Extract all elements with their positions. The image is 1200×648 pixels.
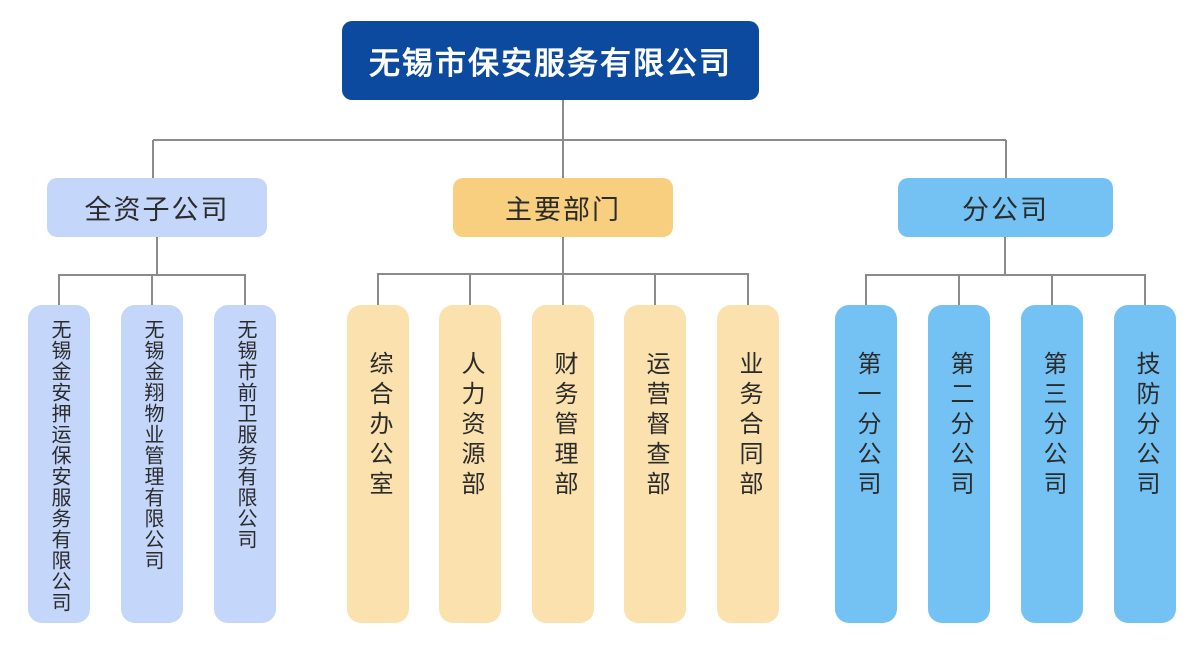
connector-line: [562, 273, 564, 305]
connector-line: [469, 273, 471, 305]
root-company-node: 无锡市保安服务有限公司: [342, 21, 759, 100]
group-header-label: 分公司: [962, 195, 1049, 225]
department-node: 运营督查部: [624, 305, 686, 623]
department-label: 业务合同部: [735, 351, 762, 501]
connector-line: [958, 274, 960, 305]
branch-label: 技防分公司: [1132, 351, 1159, 501]
connector-line: [654, 273, 656, 305]
connector-line: [562, 140, 564, 178]
subsidiary-label: 无锡金安押运保安服务有限公司: [48, 319, 70, 613]
branch-node: 技防分公司: [1114, 305, 1176, 623]
subsidiary-node: 无锡金翔物业管理有限公司: [121, 305, 183, 623]
department-label: 财务管理部: [550, 351, 577, 501]
connector-line: [1144, 274, 1146, 305]
connector-line: [1004, 237, 1006, 275]
department-node: 人力资源部: [439, 305, 501, 623]
department-label: 人力资源部: [457, 351, 484, 501]
branch-node: 第三分公司: [1021, 305, 1083, 623]
connector-line: [866, 274, 1146, 276]
connector-line: [562, 100, 564, 140]
department-node: 业务合同部: [717, 305, 779, 623]
branch-node: 第一分公司: [835, 305, 897, 623]
department-label: 运营督查部: [642, 351, 669, 501]
branch-node: 第二分公司: [928, 305, 990, 623]
department-node: 财务管理部: [532, 305, 594, 623]
connector-line: [377, 273, 379, 305]
department-label: 综合办公室: [365, 351, 392, 501]
branch-label: 第三分公司: [1039, 351, 1066, 501]
subsidiary-label: 无锡金翔物业管理有限公司: [141, 319, 163, 571]
connector-line: [1005, 140, 1007, 178]
connector-line: [151, 274, 153, 305]
group-header-subsidiaries: 全资子公司: [47, 178, 267, 237]
connector-line: [152, 140, 154, 178]
group-header-label: 全资子公司: [84, 195, 230, 225]
connector-line: [244, 274, 246, 305]
connector-line: [58, 274, 60, 305]
connector-line: [747, 273, 749, 305]
subsidiary-node: 无锡金安押运保安服务有限公司: [28, 305, 90, 623]
subsidiary-label: 无锡市前卫服务有限公司: [234, 319, 256, 550]
connector-line: [562, 237, 564, 275]
connector-line: [153, 139, 1006, 141]
root-company-label: 无锡市保安服务有限公司: [369, 46, 732, 81]
group-header-departments: 主要部门: [453, 178, 673, 237]
connector-line: [156, 237, 158, 276]
group-header-branches: 分公司: [898, 178, 1113, 237]
connector-line: [865, 274, 867, 305]
group-header-label: 主要部门: [505, 195, 621, 225]
connector-line: [1051, 274, 1053, 305]
subsidiary-node: 无锡市前卫服务有限公司: [214, 305, 276, 623]
branch-label: 第二分公司: [946, 351, 973, 501]
department-node: 综合办公室: [347, 305, 409, 623]
branch-label: 第一分公司: [853, 351, 880, 501]
